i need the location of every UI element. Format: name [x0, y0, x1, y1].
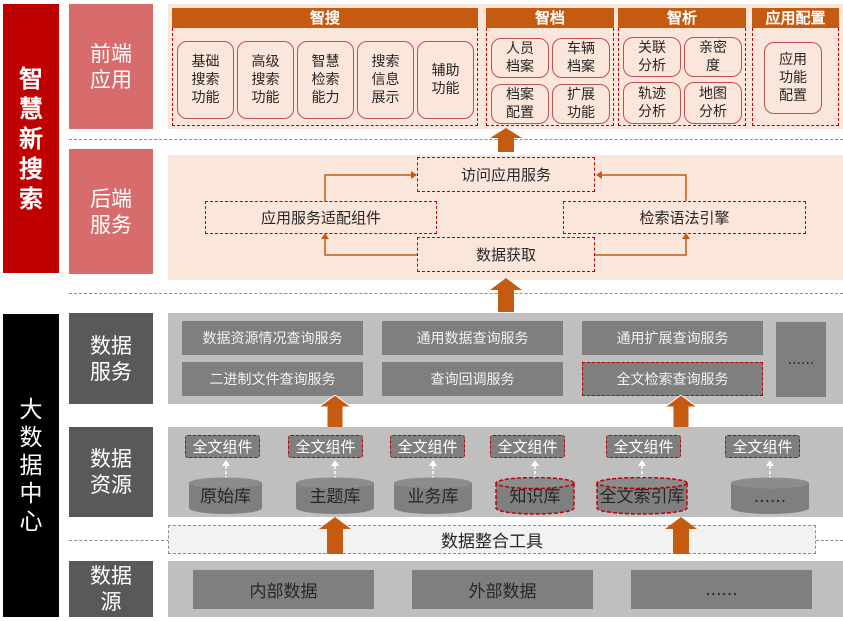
up-arrow-icon [665, 517, 697, 554]
database-cylinder-icon[interactable] [188, 477, 263, 515]
adapter-component-box[interactable]: 应用服务适配组件 [205, 201, 437, 234]
layer-label-backend: 后端服务 [69, 149, 153, 274]
service-box[interactable]: 查询回调服务 [382, 362, 563, 396]
feature-button[interactable]: 轨迹分析 [623, 82, 681, 124]
small-up-arrow-icon [331, 460, 339, 478]
layer-label-text: 数据资源 [90, 447, 132, 497]
fulltext-component-box[interactable]: 全文组件 [288, 435, 363, 458]
syntax-engine-box[interactable]: 检索语法引擎 [563, 201, 806, 234]
up-arrow-icon [319, 517, 351, 554]
database-label: 知识库 [509, 487, 561, 507]
separator-line [69, 139, 843, 140]
small-up-arrow-icon [638, 460, 646, 478]
up-arrow-icon [319, 395, 351, 429]
group-header: 智析 [618, 8, 746, 28]
feature-button[interactable]: 亲密度 [684, 37, 742, 77]
arrowhead-icon [682, 233, 690, 239]
database-cylinder-icon[interactable] [295, 477, 375, 515]
group-header: 智档 [486, 8, 614, 28]
database-label: 业务库 [407, 487, 459, 507]
group-header: 应用配置 [752, 8, 839, 28]
data-source-box[interactable]: ...... [631, 570, 812, 609]
data-fetch-box[interactable]: 数据获取 [417, 237, 595, 272]
feature-button[interactable]: 车辆档案 [552, 38, 610, 78]
connector-fetch-to-adapter [324, 237, 417, 256]
layer-label-text: 前端应用 [90, 41, 132, 92]
fulltext-component-box[interactable]: 全文组件 [185, 435, 260, 458]
database-cylinder-icon[interactable] [495, 477, 575, 515]
fulltext-component-box[interactable]: 全文组件 [606, 435, 681, 458]
feature-button[interactable]: 应用功能配置 [764, 42, 822, 114]
arrowhead-icon [596, 171, 602, 179]
database-label: ...... [753, 487, 787, 507]
layer-label-data-source: 数据源 [69, 561, 153, 617]
layer-label-data-resource: 数据资源 [69, 427, 153, 517]
feature-button[interactable]: 辅助功能 [417, 41, 474, 119]
data-source-box[interactable]: 内部数据 [193, 570, 374, 609]
feature-button[interactable]: 地图分析 [684, 82, 742, 124]
layer-label-data-service: 数据服务 [69, 313, 153, 404]
layer-label-text: 后端服务 [90, 186, 132, 237]
service-box[interactable]: 二进制文件查询服务 [182, 362, 363, 396]
backend-flow-connectors [321, 171, 690, 256]
layer-label-text: 数据服务 [90, 333, 132, 384]
database-cylinder-icon[interactable] [393, 477, 473, 515]
small-up-arrow-icon [531, 460, 539, 478]
database-cylinder-icon[interactable] [596, 477, 688, 515]
fulltext-component-box[interactable]: 全文组件 [725, 435, 800, 458]
feature-button[interactable]: 智慧检索能力 [297, 41, 354, 119]
small-up-arrow-icon [766, 460, 774, 478]
service-box[interactable]: 通用扩展查询服务 [582, 321, 763, 355]
service-box[interactable]: 数据资源情况查询服务 [182, 321, 363, 355]
small-up-arrow-icon [429, 460, 437, 478]
database-label: 原始库 [200, 487, 251, 507]
integration-tool-label: 数据整合工具 [441, 532, 543, 552]
section-title-text: 智慧新搜索 [19, 64, 43, 213]
feature-button[interactable]: 高级搜索功能 [237, 41, 294, 119]
access-app-service-box[interactable]: 访问应用服务 [417, 157, 595, 192]
connector-engine-to-access [601, 174, 687, 201]
up-arrow-icon [665, 395, 697, 429]
layer-label-frontend: 前端应用 [69, 4, 153, 129]
small-up-arrow-icon [221, 460, 230, 478]
feature-button[interactable]: 人员档案 [491, 38, 549, 78]
arrowhead-icon [411, 171, 417, 179]
connector-adapter-to-access [324, 174, 412, 201]
integration-tool-box[interactable]: 数据整合工具 [168, 525, 816, 554]
feature-button[interactable]: 档案配置 [491, 84, 549, 124]
separator-line [69, 540, 169, 541]
service-box[interactable]: 通用数据查询服务 [382, 321, 563, 355]
feature-button[interactable]: 基础搜索功能 [177, 41, 234, 119]
database-label: 主题库 [309, 487, 361, 507]
more-services-box[interactable]: ...... [776, 322, 826, 397]
section-title-text: 大数据中心 [19, 396, 43, 535]
separator-line [69, 293, 843, 294]
feature-button[interactable]: 搜索信息展示 [357, 41, 414, 119]
fulltext-service-box[interactable]: 全文检索查询服务 [582, 362, 763, 396]
arrowhead-icon [321, 233, 329, 239]
feature-button[interactable]: 关联分析 [623, 37, 681, 77]
up-arrow-icon [490, 128, 522, 152]
fulltext-component-box[interactable]: 全文组件 [390, 435, 465, 458]
up-arrow-icon [490, 278, 522, 312]
resource-row: 全文组件原始库 全文组件主题库 全文组件业务库 全文组件知识库 全文组件全文索引库 全文组… [168, 427, 843, 517]
layer-label-text: 数据源 [90, 564, 132, 614]
connector-fetch-to-engine [595, 237, 687, 256]
section-title-smart-search: 智慧新搜索 [3, 4, 59, 273]
database-label: 全文索引库 [599, 487, 685, 507]
section-title-big-data-center: 大数据中心 [3, 314, 59, 617]
feature-button[interactable]: 扩展功能 [552, 84, 610, 124]
group-header: 智搜 [172, 8, 478, 28]
fulltext-component-box[interactable]: 全文组件 [490, 435, 565, 458]
separator-line [816, 540, 843, 541]
data-source-box[interactable]: 外部数据 [412, 570, 593, 609]
database-cylinder-icon[interactable] [730, 477, 810, 515]
